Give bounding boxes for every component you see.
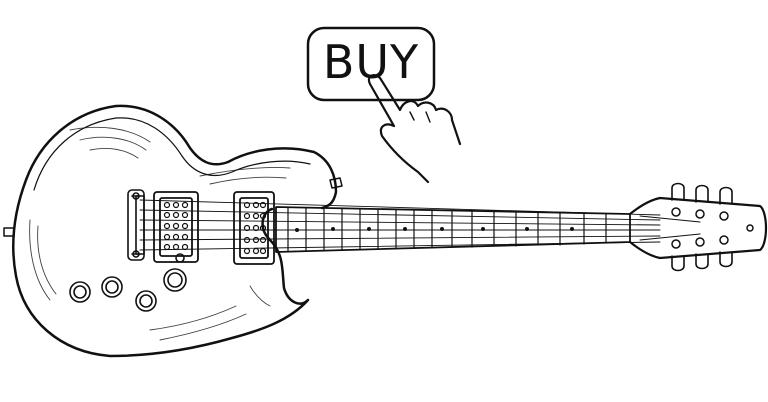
buy-button[interactable]: BUY	[306, 26, 436, 102]
buy-button-label: BUY	[322, 35, 420, 89]
guitar-body	[11, 104, 338, 358]
hand-pointer-icon	[367, 74, 462, 184]
